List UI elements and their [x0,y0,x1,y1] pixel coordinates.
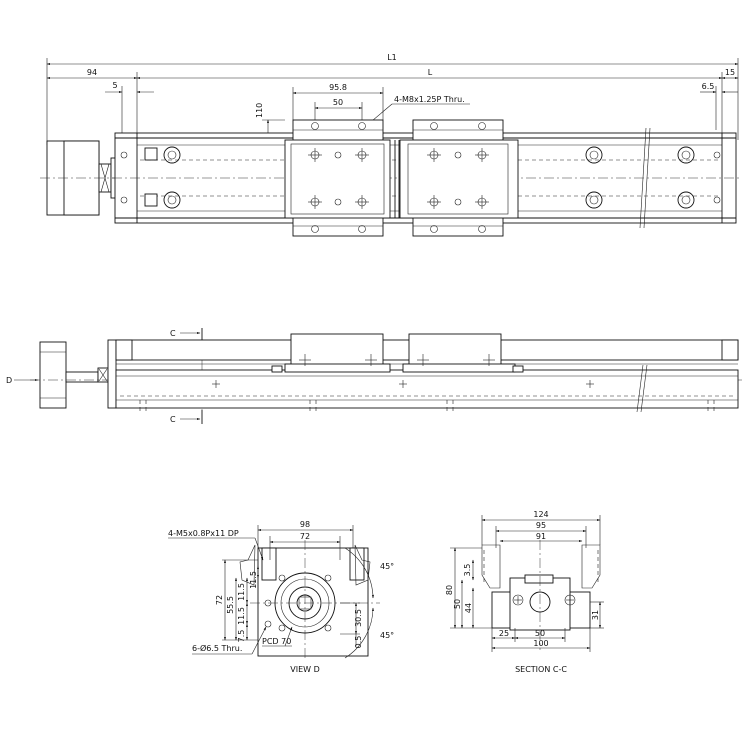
carriage-2-top [394,119,519,237]
dim-100-label: 100 [533,639,548,648]
dim-31-label: 31 [591,610,600,620]
dim-25-label: 25 [499,629,509,638]
view-d-plate [239,540,380,660]
dim-v11-5b-label: 11.5 [237,607,246,625]
section-cc-caption: SECTION C-C [515,665,567,674]
section-c-label-top: C [170,329,176,338]
dim-6-5: 6.5 [700,82,738,130]
callout-holes: 6-Ø6.5 Thru. [192,626,267,655]
dim-50-cc-label: 50 [453,599,462,609]
side-view: C C D [6,328,745,424]
side-mount-marks [139,380,715,412]
view-d-angles: 45° 45° [344,547,394,659]
dim-L1: L1 [46,53,739,145]
section-cc: 124 95 91 80 3.5 50 44 31 [445,510,604,674]
section-marker-c-bottom: C [170,410,203,424]
callout-pcd: PCD 70 [262,626,293,647]
dim-6-5-label: 6.5 [702,82,715,91]
dim-15-label: 15 [725,68,735,77]
dim-95-8-50: 95.8 50 [292,83,384,122]
dim-94-label: 94 [87,68,97,77]
top-view: L1 94 L 15 5 6.5 [40,53,740,237]
dim-top-11-5-label: 11.5 [249,571,258,589]
section-cc-body [481,540,601,650]
dim-50b-label: 50 [535,629,545,638]
callout-holes-label: 6-Ø6.5 Thru. [192,643,242,653]
view-d-caption: VIEW D [290,665,320,674]
dim-91-label: 91 [536,532,546,541]
dim-94-L-15: 94 L 15 [46,68,739,135]
view-d: 98 72 4-M5x0.8Px11 DP 6-Ø6.5 Thru. PCD 7… [168,520,394,674]
section-cc-bottom-dims: 25 50 100 [491,628,591,652]
dim-v0-5-label: 0.5 [354,636,363,649]
dim-v7-5-label: 7.5 [237,630,246,643]
view-d-top-dims: 98 72 [257,520,354,560]
angle-bottom-label: 45° [380,631,394,640]
dim-v11-5a-label: 11.5 [237,583,246,601]
end-holes-top [120,146,721,209]
view-d-right-dims: 30.5 0.5 [340,602,363,649]
dim-124-label: 124 [533,510,548,519]
section-c-label-bottom: C [170,415,176,424]
dim-3-5-label: 3.5 [463,564,472,577]
dim-80-label: 80 [445,585,454,595]
section-cc-right-dims: 31 [590,601,604,629]
dim-v55-5-label: 55.5 [226,596,235,614]
dim-50-label: 50 [333,98,343,107]
view-d-label: D [6,376,12,385]
rail-body-side [107,339,739,413]
dim-v30-5-label: 30.5 [354,609,363,627]
dim-v72-label: 72 [215,595,224,605]
callout-m8-label: 4-M8x1.25P Thru. [394,95,465,104]
dim-L-label: L [428,68,433,77]
section-cc-top-dims: 124 95 91 [481,510,601,548]
callout-tap-label: 4-M5x0.8Px11 DP [168,529,239,538]
dim-98-label: 98 [300,520,310,529]
carriage-1-top [284,119,391,237]
dim-95-label: 95 [536,521,546,530]
dim-72-label: 72 [300,532,310,541]
dim-5-label: 5 [112,81,117,90]
dim-5: 5 [105,81,154,135]
view-d-left-dims: 72 55.5 11.5 11.5 11.5 7.5 [215,559,260,643]
carriages-side [271,333,524,373]
dim-95-8-label: 95.8 [329,83,347,92]
section-cc-left-dims: 80 3.5 50 44 [445,547,492,629]
view-marker-d: D [6,376,39,385]
dim-L1-label: L1 [387,53,397,62]
angle-top-label: 45° [380,562,394,571]
callout-tap: 4-M5x0.8Px11 DP [168,529,264,561]
dim-44-label: 44 [464,603,473,613]
pcd-label: PCD 70 [262,637,291,646]
dim-110-label: 110 [255,103,264,118]
